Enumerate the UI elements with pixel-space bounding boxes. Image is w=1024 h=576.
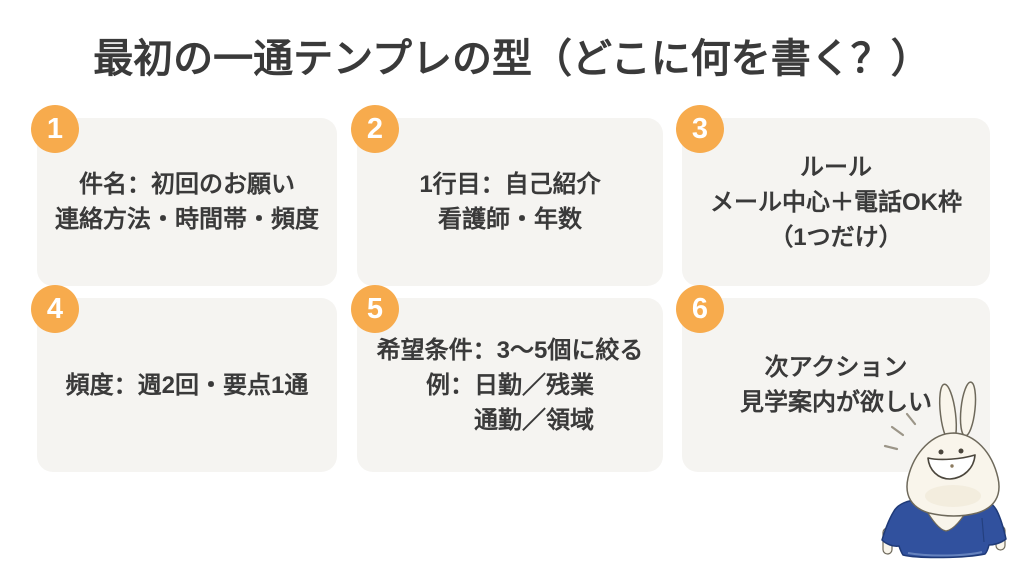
- card-number-badge: 5: [351, 285, 399, 333]
- card-text-line: メール中心＋電話OK枠: [710, 188, 962, 216]
- card-text-line: 1行目：自己紹介: [419, 171, 601, 198]
- card-text: 件名：初回のお願い 連絡方法・時間帯・頻度: [55, 167, 319, 237]
- card-text-line: 頻度：週2回・要点1通: [65, 371, 309, 399]
- card-text: 頻度：週2回・要点1通: [66, 368, 309, 403]
- card-text-line: （1つだけ）: [769, 223, 903, 251]
- card-text: 次アクション 見学案内が欲しい: [740, 350, 932, 420]
- page-title: 最初の一通テンプレの型（どこに何を書く？）: [93, 37, 931, 81]
- card-text-line: 看護師・年数: [437, 206, 582, 233]
- card-text: 1行目：自己紹介 看護師・年数: [419, 167, 600, 237]
- card-number-badge: 2: [351, 105, 399, 153]
- card-text-line: 通勤／領域: [425, 406, 594, 434]
- card-number-badge: 1: [31, 105, 79, 153]
- card-2-first-line: 2 1行目：自己紹介 看護師・年数: [351, 105, 663, 286]
- card-4-frequency: 4 頻度：週2回・要点1通: [31, 285, 337, 472]
- card-text-line: 連絡方法・時間帯・頻度: [55, 206, 319, 233]
- card-3-rules: 3 ルール メール中心＋電話OK枠 （1つだけ）: [676, 105, 990, 286]
- rabbit-mascot-illustration: [881, 381, 1007, 559]
- card-text: ルール メール中心＋電話OK枠 （1つだけ）: [710, 150, 962, 255]
- card-text: 希望条件：3〜5個に絞る 例：日勤／残業 通勤／領域: [377, 333, 644, 438]
- card-text-line: 件名：初回のお願い: [79, 171, 295, 198]
- card-text-line: 次アクション: [764, 354, 908, 381]
- rabbit-chin-shading: [925, 485, 981, 507]
- card-5-conditions: 5 希望条件：3〜5個に絞る 例：日勤／残業 通勤／領域: [351, 285, 663, 472]
- card-number-badge: 4: [31, 285, 79, 333]
- card-6-next-action: 6 次アクション 見学案内が欲しい: [676, 285, 990, 472]
- card-text-line: 例：日勤／残業: [425, 371, 594, 399]
- card-number-badge: 3: [676, 105, 724, 153]
- card-text-line: 希望条件：3〜5個に絞る: [376, 336, 644, 364]
- card-1-subject: 1 件名：初回のお願い 連絡方法・時間帯・頻度: [31, 105, 337, 286]
- card-text-line: ルール: [800, 153, 872, 181]
- rabbit-face: [927, 448, 976, 480]
- card-text-line: 見学案内が欲しい: [740, 389, 932, 416]
- excitement-marks-icon: [883, 412, 917, 451]
- card-number-badge: 6: [676, 285, 724, 333]
